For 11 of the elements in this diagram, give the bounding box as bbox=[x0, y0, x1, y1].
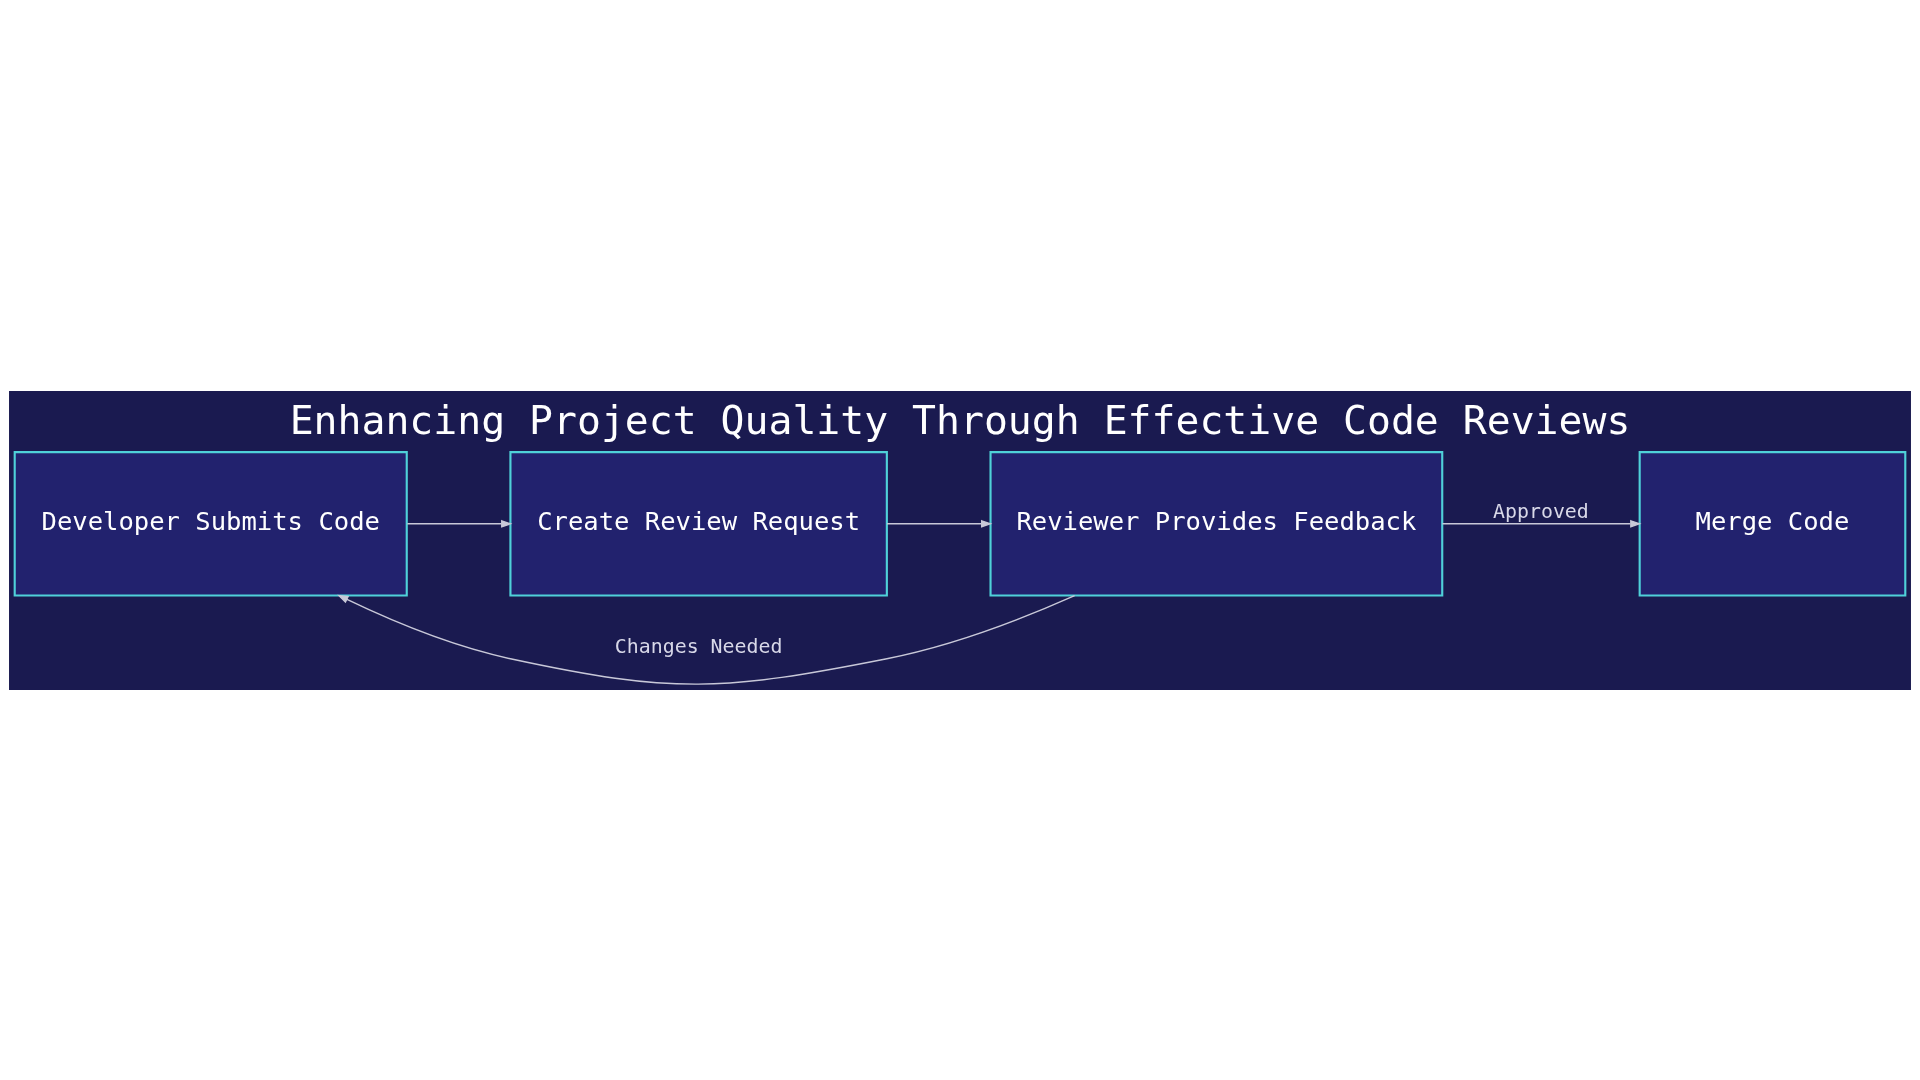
arrow bbox=[406, 519, 513, 528]
edge-label: Changes Needed bbox=[614, 634, 783, 658]
arrow bbox=[1441, 519, 1642, 528]
node-box: Merge Code bbox=[1638, 450, 1907, 597]
node-box: Create Review Request bbox=[509, 450, 888, 597]
node-box: Reviewer Provides Feedback bbox=[989, 450, 1444, 597]
diagram-title: Enhancing Project Quality Through Effective Code Reviews bbox=[289, 396, 1631, 443]
arrow bbox=[886, 519, 993, 528]
node-box: Developer Submits Code bbox=[13, 450, 408, 597]
arrow bbox=[337, 594, 1076, 685]
edge-label: Approved bbox=[1493, 499, 1589, 523]
